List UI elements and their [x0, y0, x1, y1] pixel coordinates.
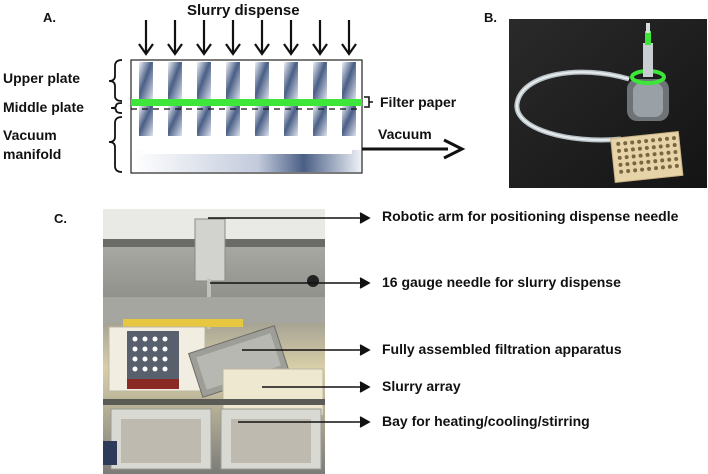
panel-c-letter: C.	[54, 211, 67, 226]
upper-plate-columns	[139, 62, 356, 100]
robotic-platform-photo	[103, 209, 325, 474]
vacuum-manifold-label-line2: manifold	[3, 146, 62, 162]
photo-b-drawing	[509, 19, 707, 188]
annotation-needle: 16 gauge needle for slurry dispense	[382, 274, 621, 290]
vacuum-arrow	[362, 138, 466, 160]
middle-plate-columns	[139, 106, 356, 136]
annotation-bay: Bay for heating/cooling/stirring	[382, 413, 590, 429]
panel-b-letter: B.	[484, 10, 497, 25]
plate-braces	[108, 59, 123, 173]
slurry-dispense-title: Slurry dispense	[187, 2, 300, 19]
panel-a-letter: A.	[43, 10, 56, 25]
dispense-arrows	[138, 20, 357, 56]
vacuum-arrow-label: Vacuum	[378, 126, 432, 142]
vacuum-manifold-body	[132, 150, 361, 172]
annotation-robotic-arm: Robotic arm for positioning dispense nee…	[382, 208, 679, 224]
upper-plate-label: Upper plate	[3, 70, 81, 86]
filter-paper-bracket	[364, 96, 373, 108]
annotation-slurry-array: Slurry array	[382, 378, 461, 394]
filter-paper-label: Filter paper	[380, 94, 457, 110]
middle-plate-label: Middle plate	[3, 99, 84, 115]
filtration-setup-photo	[509, 19, 707, 188]
photo-c-drawing	[103, 209, 325, 474]
filter-paper-strip	[131, 99, 362, 106]
annotation-filtration-apparatus: Fully assembled filtration apparatus	[382, 341, 622, 357]
vacuum-manifold-label-line1: Vacuum	[3, 127, 57, 143]
